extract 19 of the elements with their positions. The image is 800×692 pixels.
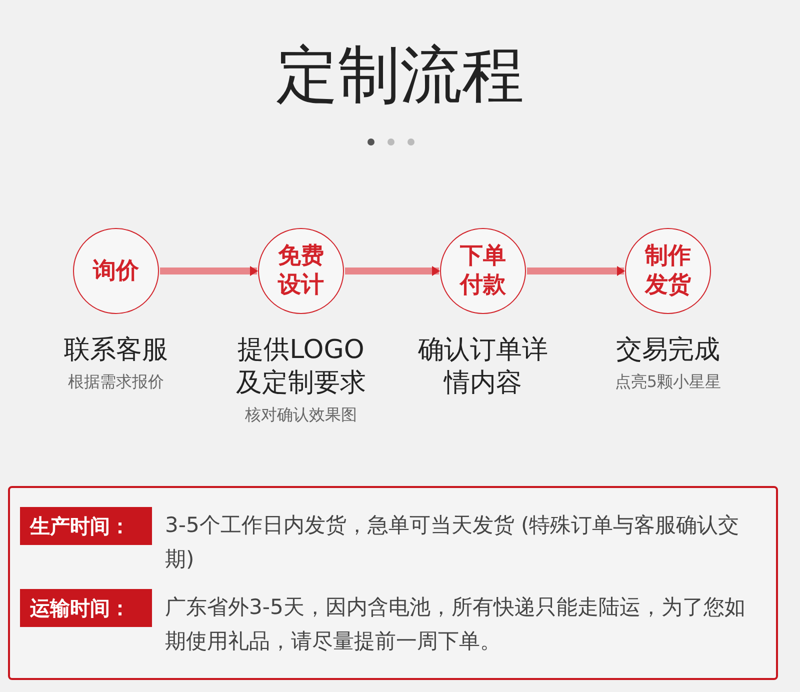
label-tag: 运输时间： — [20, 589, 152, 627]
arrow — [345, 266, 440, 276]
step-heading: 交易完成 — [615, 334, 721, 367]
step-label: 下单付款 — [458, 242, 507, 300]
step-description: 根据需求报价 — [67, 371, 165, 393]
step-description: 点亮5颗小星星 — [614, 371, 722, 393]
arrow — [160, 266, 258, 276]
step-label: 制作发货 — [644, 242, 692, 300]
step-description: 核对确认效果图 — [244, 404, 358, 426]
info-text: 3-5个工作日内发货，急单可当天发货 (特殊订单与客服确认交期) — [165, 512, 740, 573]
step-heading: 提供LOGO及定制要求 — [235, 334, 367, 400]
title: 定制流程 — [275, 37, 525, 113]
arrow — [527, 266, 625, 276]
step-label: 免费设计 — [276, 242, 325, 300]
step-heading: 联系客服 — [63, 334, 169, 367]
info-text: 广东省外3-5天，因内含电池，所有快递只能走陆运，为了您如期使用礼品，请尽量提前一周下单。 — [165, 594, 746, 655]
label-tag: 生产时间： — [20, 507, 152, 545]
step-label: 询价 — [92, 256, 140, 286]
step-heading: 确认订单详情内容 — [417, 334, 549, 400]
